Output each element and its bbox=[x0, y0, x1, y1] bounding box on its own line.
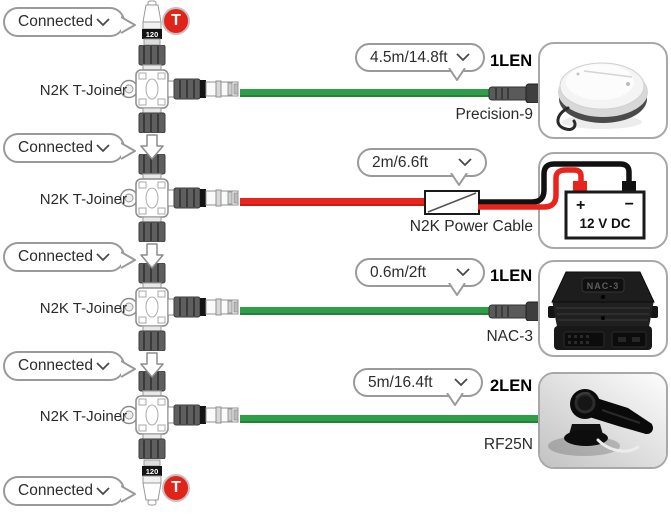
chevron-down-icon bbox=[96, 486, 110, 495]
connected-dropdown-value: Connected bbox=[18, 248, 93, 265]
connected-dropdown-value: Connected bbox=[18, 139, 93, 156]
length-dropdown-value: 2m/6.6ft bbox=[372, 153, 428, 171]
chevron-down-icon bbox=[454, 378, 468, 387]
arrow-down-icon bbox=[140, 134, 164, 160]
t-joiner-label-1: N2K T-Joiner bbox=[39, 82, 127, 99]
chevron-down-icon bbox=[456, 53, 470, 62]
t-joiner-label-4: N2K T-Joiner bbox=[39, 408, 127, 425]
connected-dropdown-value: Connected bbox=[18, 357, 93, 374]
chevron-down-icon bbox=[96, 252, 110, 261]
connected-dropdown-2[interactable]: Connected bbox=[3, 133, 136, 163]
bubble-tail-icon bbox=[447, 283, 466, 296]
terminator-bottom-marking: 120 bbox=[146, 467, 159, 476]
bubble-tail-icon bbox=[449, 173, 468, 186]
length-dropdown-power-cable[interactable]: 2m/6.6ft bbox=[357, 148, 487, 186]
bubble-tail-icon bbox=[121, 485, 136, 503]
precision-9-image-icon bbox=[556, 62, 648, 131]
battery-voltage-label: 12 V DC bbox=[579, 216, 630, 231]
arrow-down-icon bbox=[140, 352, 164, 378]
device-precision-9[interactable] bbox=[538, 42, 668, 139]
terminator-bottom-icon: 120 bbox=[142, 459, 162, 506]
len-count-badge-3: 1LEN bbox=[490, 267, 533, 285]
battery-plus-label: + bbox=[576, 197, 585, 214]
t-joiner-icon-4 bbox=[120, 371, 239, 459]
cable-connector-icon bbox=[488, 301, 543, 321]
chevron-down-icon bbox=[96, 17, 110, 26]
bubble-tail-icon bbox=[121, 360, 136, 378]
fuse-icon bbox=[424, 190, 480, 215]
bubble-tail-icon bbox=[447, 68, 466, 81]
connected-dropdown-1[interactable]: Connected bbox=[3, 7, 136, 37]
length-dropdown-nac-3[interactable]: 0.6m/2ft bbox=[355, 258, 485, 296]
drop-cable-nac-3 bbox=[240, 307, 492, 315]
chevron-down-icon bbox=[456, 268, 470, 277]
bubble-tail-icon bbox=[445, 393, 464, 406]
t-joiner-label-3: N2K T-Joiner bbox=[39, 300, 127, 317]
chevron-down-icon bbox=[458, 158, 472, 167]
t-joiner-label-2: N2K T-Joiner bbox=[39, 191, 127, 208]
battery-minus-label: − bbox=[625, 196, 634, 213]
cable-connector-icon bbox=[488, 83, 543, 103]
connected-dropdown-3[interactable]: Connected bbox=[3, 242, 136, 272]
nac-3-marking: NAC-3 bbox=[587, 281, 620, 291]
len-count-badge-4: 2LEN bbox=[490, 377, 533, 395]
nac-3-image-icon: NAC-3 bbox=[548, 271, 658, 350]
length-dropdown-value: 5m/16.4ft bbox=[368, 373, 433, 391]
length-dropdown-rf25n[interactable]: 5m/16.4ft bbox=[353, 368, 483, 406]
device-label-power-cable: N2K Power Cable bbox=[409, 218, 533, 235]
terminator-bottom-badge: T bbox=[162, 474, 190, 502]
device-label-precision-9: Precision-9 bbox=[455, 106, 533, 123]
device-rf25n[interactable] bbox=[538, 372, 668, 469]
length-dropdown-precision-9[interactable]: 4.5m/14.8ft bbox=[355, 43, 485, 81]
power-cable bbox=[240, 198, 426, 206]
battery-wiring-icon: + − 12 V DC bbox=[478, 161, 646, 240]
chevron-down-icon bbox=[96, 361, 110, 370]
drop-cable-rf25n bbox=[240, 415, 540, 423]
arrow-down-icon bbox=[140, 243, 164, 269]
device-nac-3[interactable]: NAC-3 bbox=[538, 260, 668, 357]
connected-dropdown-4[interactable]: Connected bbox=[3, 351, 136, 381]
connected-dropdown-value: Connected bbox=[18, 13, 93, 30]
device-label-nac-3: NAC-3 bbox=[486, 328, 533, 345]
connected-dropdown-5[interactable]: Connected bbox=[3, 476, 136, 506]
terminator-top-badge: T bbox=[162, 7, 190, 35]
rf25n-image-icon bbox=[540, 374, 666, 467]
bubble-tail-icon bbox=[121, 251, 136, 269]
bubble-tail-icon bbox=[121, 142, 136, 160]
connected-dropdown-value: Connected bbox=[18, 482, 93, 499]
t-joiner-icon-1 bbox=[120, 45, 239, 133]
chevron-down-icon bbox=[96, 143, 110, 152]
t-joiner-icon-3 bbox=[120, 263, 239, 351]
len-count-badge-1: 1LEN bbox=[490, 52, 533, 70]
t-joiner-icon-2 bbox=[120, 154, 239, 242]
device-label-rf25n: RF25N bbox=[483, 436, 533, 453]
terminator-top-icon: 120 bbox=[142, 0, 162, 46]
bubble-tail-icon bbox=[121, 16, 136, 34]
length-dropdown-value: 0.6m/2ft bbox=[370, 263, 426, 281]
length-dropdown-value: 4.5m/14.8ft bbox=[370, 48, 448, 66]
terminator-top-marking: 120 bbox=[146, 30, 159, 39]
drop-cable-precision-9 bbox=[240, 89, 492, 97]
